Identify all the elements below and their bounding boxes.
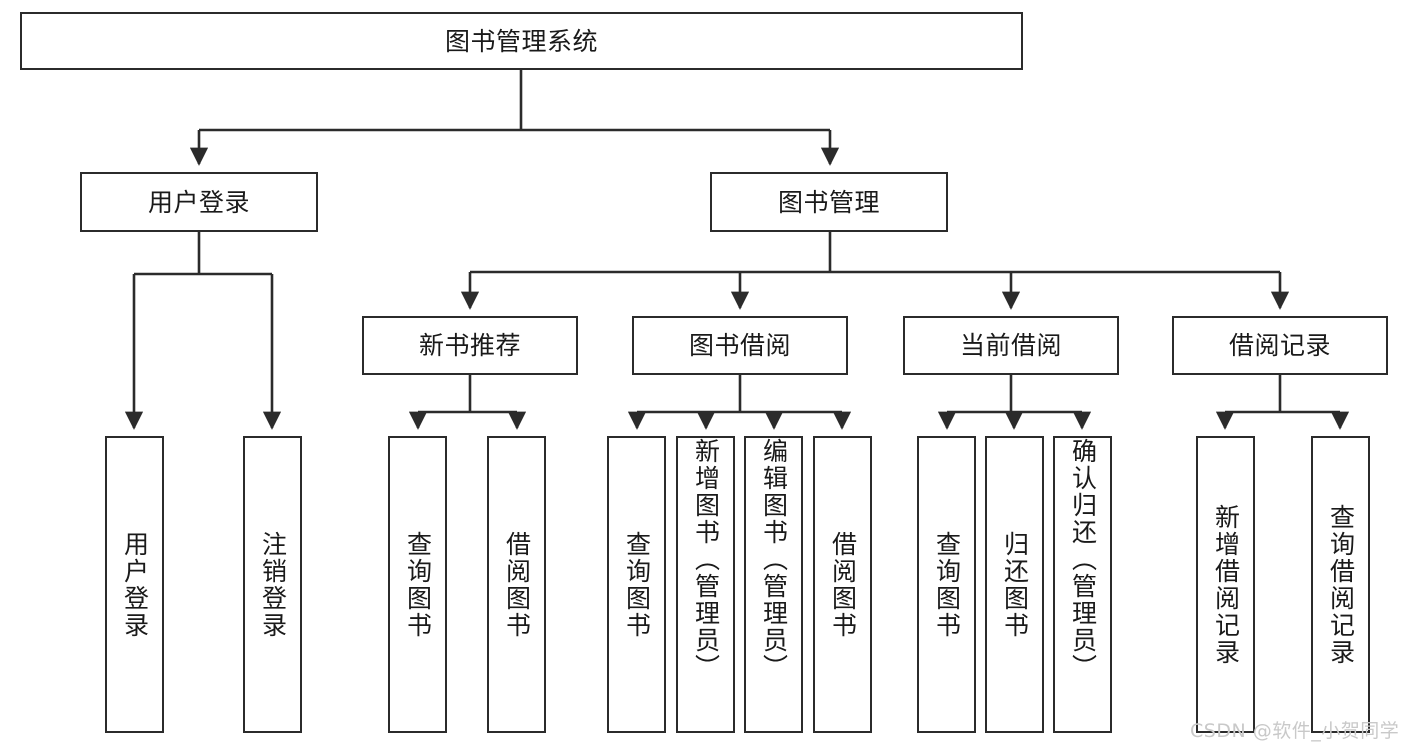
node-leaf-query-book-3[interactable]: 查询图书 [917, 436, 976, 733]
node-leaf-query-borrow-record[interactable]: 查询借阅记录 [1311, 436, 1370, 733]
node-book-management[interactable]: 图书管理 [710, 172, 948, 232]
node-label: 图书管理 [777, 187, 880, 217]
node-leaf-user-login[interactable]: 用户登录 [105, 436, 164, 733]
node-new-book-recommend[interactable]: 新书推荐 [362, 316, 578, 375]
node-label: 当前借阅 [959, 331, 1062, 360]
node-label: 新增借阅记录 [1211, 503, 1241, 666]
node-label: 图书借阅 [688, 331, 791, 360]
node-label: 借阅图书 [828, 530, 858, 639]
node-label: 注销登录 [258, 530, 288, 639]
node-user-login[interactable]: 用户登录 [80, 172, 318, 232]
node-label: 查询图书 [932, 530, 962, 639]
node-leaf-add-borrow-record[interactable]: 新增借阅记录 [1196, 436, 1255, 733]
node-borrow-record[interactable]: 借阅记录 [1172, 316, 1388, 375]
node-leaf-edit-book-admin[interactable]: 编辑图书（管理员） [744, 436, 803, 733]
node-book-borrow[interactable]: 图书借阅 [632, 316, 848, 375]
node-label: 借阅图书 [502, 530, 532, 639]
node-leaf-query-book-2[interactable]: 查询图书 [607, 436, 666, 733]
csdn-watermark: CSDN @软件_小贺同学 [1190, 720, 1400, 742]
node-leaf-add-book-admin[interactable]: 新增图书（管理员） [676, 436, 735, 733]
node-label: 查询图书 [403, 530, 433, 639]
node-leaf-logout-login[interactable]: 注销登录 [243, 436, 302, 733]
node-label: 查询借阅记录 [1326, 503, 1356, 666]
node-label: 编辑图书（管理员） [759, 438, 789, 681]
node-label: 借阅记录 [1228, 331, 1331, 360]
node-label: 新增图书（管理员） [691, 438, 721, 681]
node-label: 确认归还（管理员） [1068, 438, 1098, 681]
node-leaf-borrow-book-2[interactable]: 借阅图书 [813, 436, 872, 733]
node-leaf-borrow-book-1[interactable]: 借阅图书 [487, 436, 546, 733]
node-label: 用户登录 [120, 530, 150, 639]
node-label: 用户登录 [147, 187, 250, 217]
node-root-system[interactable]: 图书管理系统 [20, 12, 1023, 70]
node-label: 新书推荐 [418, 331, 521, 360]
node-label: 归还图书 [1000, 530, 1030, 639]
node-label: 查询图书 [622, 530, 652, 639]
node-leaf-confirm-return-admin[interactable]: 确认归还（管理员） [1053, 436, 1112, 733]
node-leaf-query-book-1[interactable]: 查询图书 [388, 436, 447, 733]
node-current-borrow[interactable]: 当前借阅 [903, 316, 1119, 375]
node-leaf-return-book[interactable]: 归还图书 [985, 436, 1044, 733]
node-label: 图书管理系统 [444, 26, 598, 56]
